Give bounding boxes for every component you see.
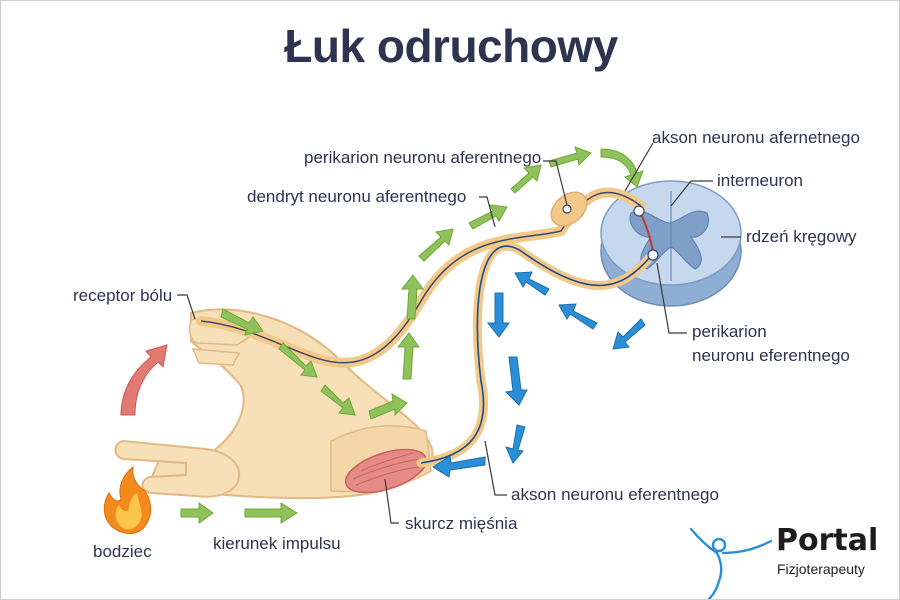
afferent-arrow-7 xyxy=(418,228,454,262)
efferent-arrow-6 xyxy=(505,424,526,464)
efferent-nerve-line xyxy=(420,245,652,464)
label-rdzen-kregowy: rdzeń kręgowy xyxy=(746,227,857,246)
efferent-arrows xyxy=(432,271,646,478)
kierunek-arrow-1 xyxy=(180,502,214,524)
label-interneuron: interneuron xyxy=(717,171,804,190)
efferent-arrow-5 xyxy=(504,356,528,406)
efferent-arrow-4 xyxy=(486,292,510,338)
label-bodziec: bodziec xyxy=(93,542,152,561)
muscle-fibers xyxy=(352,452,420,486)
leader-lines xyxy=(177,142,741,524)
leader-receptor xyxy=(177,294,196,320)
afferent-arrow-6 xyxy=(400,274,424,320)
portal-logo-figure xyxy=(689,527,773,599)
leader-interneuron xyxy=(670,180,713,207)
afferent-arrow-3 xyxy=(320,384,356,416)
afferent-arrow-2 xyxy=(278,342,318,378)
efferent-nerve-band xyxy=(416,241,656,468)
label-akson-eferentnego: akson neuronu eferentnego xyxy=(511,485,719,504)
leader-akson-eferentnego xyxy=(484,440,507,496)
afferent-perikarion xyxy=(562,204,572,214)
label-perikarion-eferentnego-line1: perikarion xyxy=(692,322,767,341)
efferent-arrow-1 xyxy=(612,318,646,350)
hand-shape xyxy=(114,439,241,498)
efferent-arrow-7 xyxy=(432,455,486,478)
page-title: Łuk odruchowy xyxy=(284,20,618,72)
label-skurcz-miesnia: skurcz mięśnia xyxy=(405,514,518,533)
interneuron-synapse xyxy=(633,205,645,217)
afferent-arrow-8 xyxy=(468,204,508,230)
leader-akson-aferentnego xyxy=(624,142,654,192)
label-akson-aferentnego: akson neuronu afernetnego xyxy=(652,128,860,147)
label-perikarion-aferentnego: perikarion neuronu aferentnego xyxy=(304,148,542,167)
efferent-arrow-3 xyxy=(514,271,550,296)
efferent-perikarion xyxy=(647,249,659,261)
flame-icon xyxy=(103,465,152,534)
leader-skurcz xyxy=(384,478,399,524)
leader-perikarion-eferentnego xyxy=(656,262,687,334)
label-dendryt-aferentnego: dendryt neuronu aferentnego xyxy=(247,187,467,206)
label-receptor-bolu: receptor bólu xyxy=(73,286,173,305)
afferent-arrow-5 xyxy=(396,332,420,380)
brand-name: Portal xyxy=(776,523,879,558)
stimulus-arrow xyxy=(120,344,168,416)
afferent-arrow-4 xyxy=(368,393,408,420)
afferent-arrow-11 xyxy=(600,148,644,188)
afferent-arrow-1 xyxy=(220,308,264,336)
leader-dendryt-aferentnego xyxy=(479,196,496,228)
efferent-arrow-2 xyxy=(558,303,598,330)
brand-tagline: Fizjoterapeuty xyxy=(777,561,865,577)
afferent-arrow-10 xyxy=(548,146,592,168)
leader-perikarion-aferentnego xyxy=(543,160,568,206)
label-kierunek-impulsu: kierunek impulsu xyxy=(213,534,341,553)
kierunek-arrow-2 xyxy=(244,502,298,524)
label-perikarion-eferentnego-line2: neuronu eferentnego xyxy=(692,346,850,365)
afferent-arrow-9 xyxy=(510,164,542,194)
